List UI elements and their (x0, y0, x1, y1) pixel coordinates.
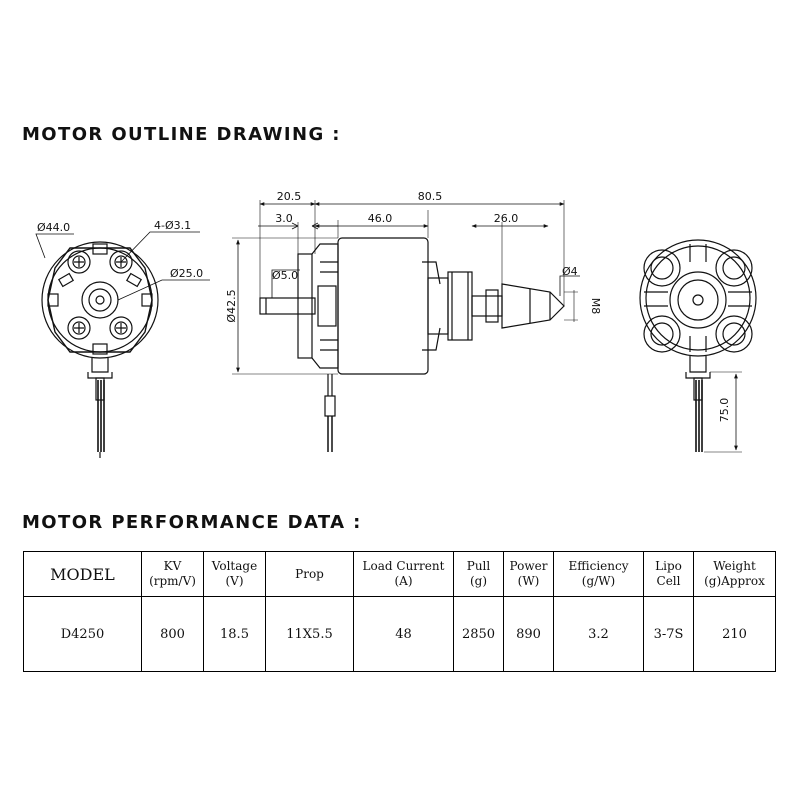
table-row: D4250 800 18.5 11X5.5 48 2850 890 3.2 3-… (23, 596, 776, 672)
cell-kv: 800 (141, 596, 204, 672)
dim-rear-length: 26.0 (494, 212, 519, 225)
motor-outline-drawing: Ø44.0 4-Ø3.1 Ø25.0 (35, 190, 757, 458)
dim-thread: M8 (589, 298, 602, 315)
table-header-row: MODEL KV(rpm/V) Voltage(V) Prop Load Cur… (23, 551, 776, 597)
dim-front-length: 20.5 (277, 190, 302, 203)
cell-efficiency: 3.2 (553, 596, 644, 672)
header-kv: KV(rpm/V) (141, 551, 204, 597)
header-model: MODEL (23, 551, 142, 597)
cell-pull: 2850 (453, 596, 504, 672)
cell-voltage: 18.5 (203, 596, 266, 672)
dim-total-length: 80.5 (418, 190, 443, 203)
mount-holes-label: 4-Ø3.1 (154, 219, 191, 232)
cell-model: D4250 (23, 596, 142, 672)
header-weight: Weight(g)Approx (693, 551, 776, 597)
dim-body-length: 46.0 (368, 212, 393, 225)
performance-data-heading: MOTOR PERFORMANCE DATA : (22, 512, 362, 533)
outline-drawing-heading: MOTOR OUTLINE DRAWING : (22, 124, 341, 145)
dim-shaft-step: 3.0 (275, 212, 293, 225)
side-view: 80.5 20.5 3.0 46.0 26.0 Ø42.5 Ø5.0 Ø4 M8 (225, 190, 602, 452)
dim-prop-shaft: Ø4 (562, 265, 578, 278)
header-voltage: Voltage(V) (203, 551, 266, 597)
header-efficiency: Efficiency(g/W) (553, 551, 644, 597)
header-prop: Prop (265, 551, 354, 597)
rear-view: 75.0 (639, 239, 757, 453)
dim-lead-length: 75.0 (718, 398, 731, 423)
cell-weight: 210 (693, 596, 776, 672)
performance-table: MODEL KV(rpm/V) Voltage(V) Prop Load Cur… (23, 551, 776, 672)
inner-diameter-label: Ø25.0 (170, 267, 203, 280)
mount-holes (67, 250, 133, 340)
cell-power: 890 (503, 596, 554, 672)
header-pull: Pull(g) (453, 551, 504, 597)
cell-lipo: 3-7S (643, 596, 694, 672)
dim-body-diameter: Ø42.5 (225, 289, 238, 322)
cell-prop: 11X5.5 (265, 596, 354, 672)
header-power: Power(W) (503, 551, 554, 597)
cell-load-current: 48 (353, 596, 454, 672)
header-load-current: Load Current(A) (353, 551, 454, 597)
dim-shaft-diameter: Ø5.0 (272, 269, 298, 282)
front-diameter-label: Ø44.0 (37, 221, 70, 234)
front-view: Ø44.0 4-Ø3.1 Ø25.0 (35, 219, 210, 458)
